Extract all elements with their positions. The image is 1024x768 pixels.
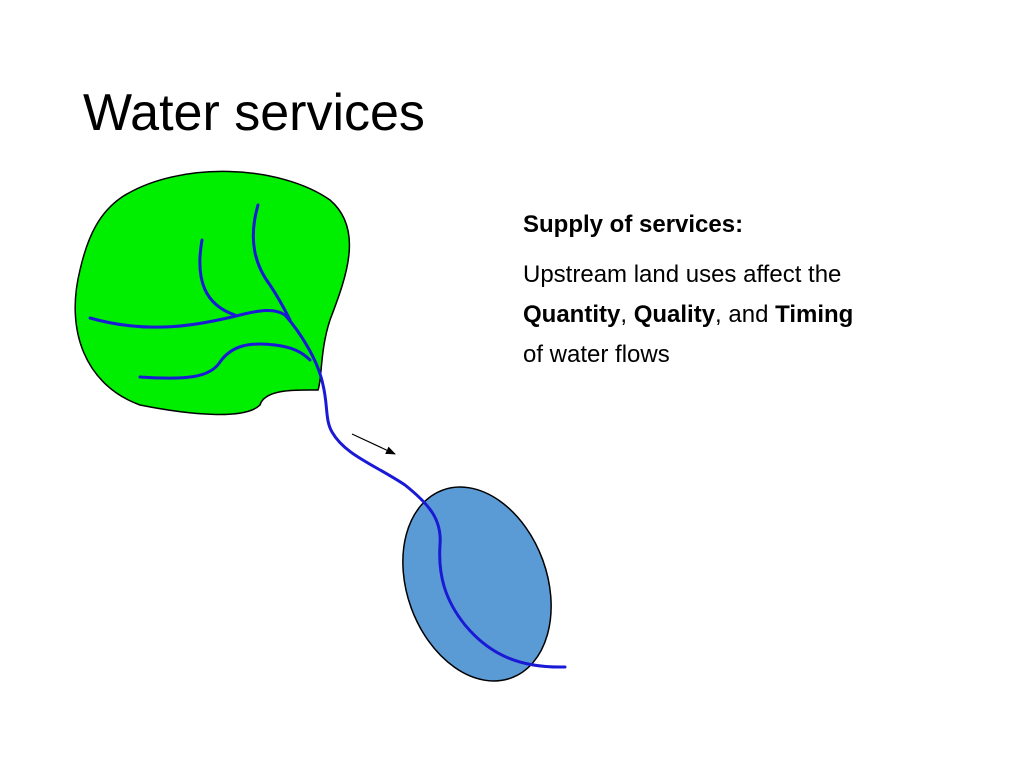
services-text-box: Supply of services: Upstream land uses a…	[523, 205, 963, 375]
stream-network	[88, 203, 567, 669]
stream-tributary-north-west	[198, 238, 237, 317]
separator-comma: ,	[620, 301, 628, 328]
body-line-1: Upstream land uses affect the	[523, 261, 842, 288]
stream-tributary-west	[88, 309, 287, 329]
term-quantity: Quantity	[523, 301, 621, 328]
stream-tributary-south-west	[138, 342, 312, 380]
stream-main-channel	[283, 313, 567, 669]
separator-and: , and	[715, 301, 769, 328]
term-quality: Quality	[633, 301, 716, 328]
slide-title: Water services	[83, 84, 425, 142]
watershed-area	[74, 170, 351, 416]
services-heading: Supply of services:	[523, 211, 744, 238]
stream-tributary-north	[251, 203, 292, 322]
body-end: of water flows	[523, 341, 670, 368]
flow-direction-arrow	[351, 433, 396, 455]
term-timing: Timing	[775, 301, 854, 328]
